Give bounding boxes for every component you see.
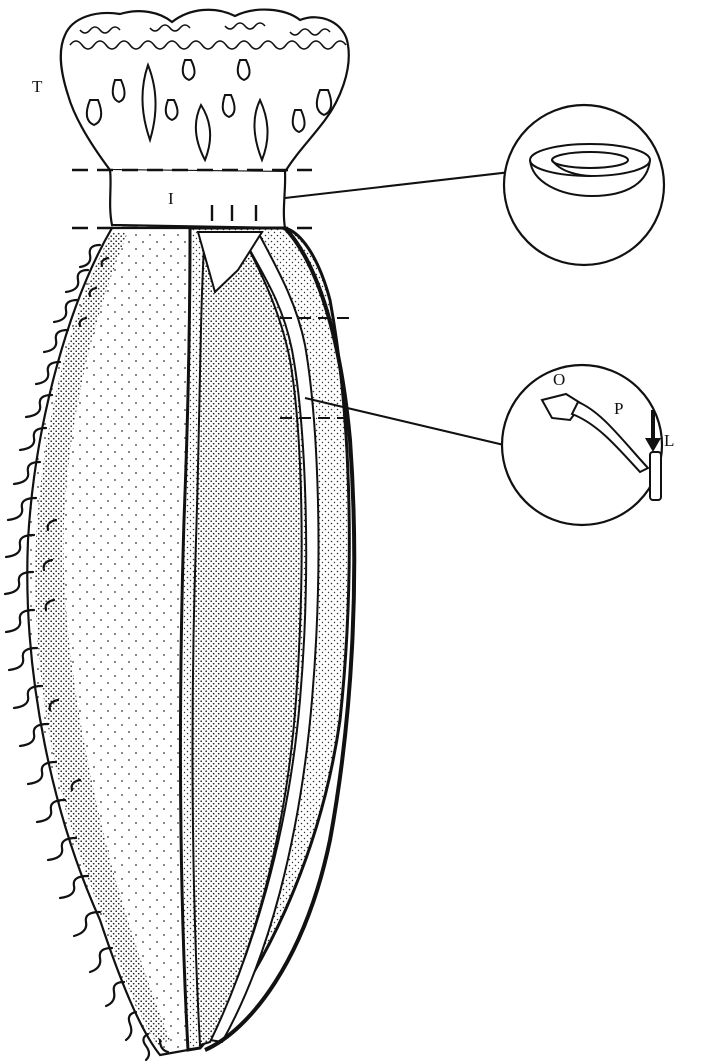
gut-section [193, 232, 302, 1045]
callout-ossicle-circle [502, 365, 662, 525]
label-longitudinal-canal: L [664, 431, 674, 450]
callout-introvert-circle [504, 105, 664, 265]
introvert-collar [110, 170, 285, 228]
label-introvert: I [168, 189, 174, 208]
longitudinal-canal-bar [650, 452, 661, 500]
label-tentacles: T [32, 77, 43, 96]
tentacle-crown [61, 10, 349, 172]
label-plate: P [614, 399, 623, 418]
label-ossicle: O [553, 370, 565, 389]
callout-introvert-leader [285, 170, 528, 198]
callout-introvert [285, 105, 664, 265]
callout-ossicle [305, 365, 662, 525]
